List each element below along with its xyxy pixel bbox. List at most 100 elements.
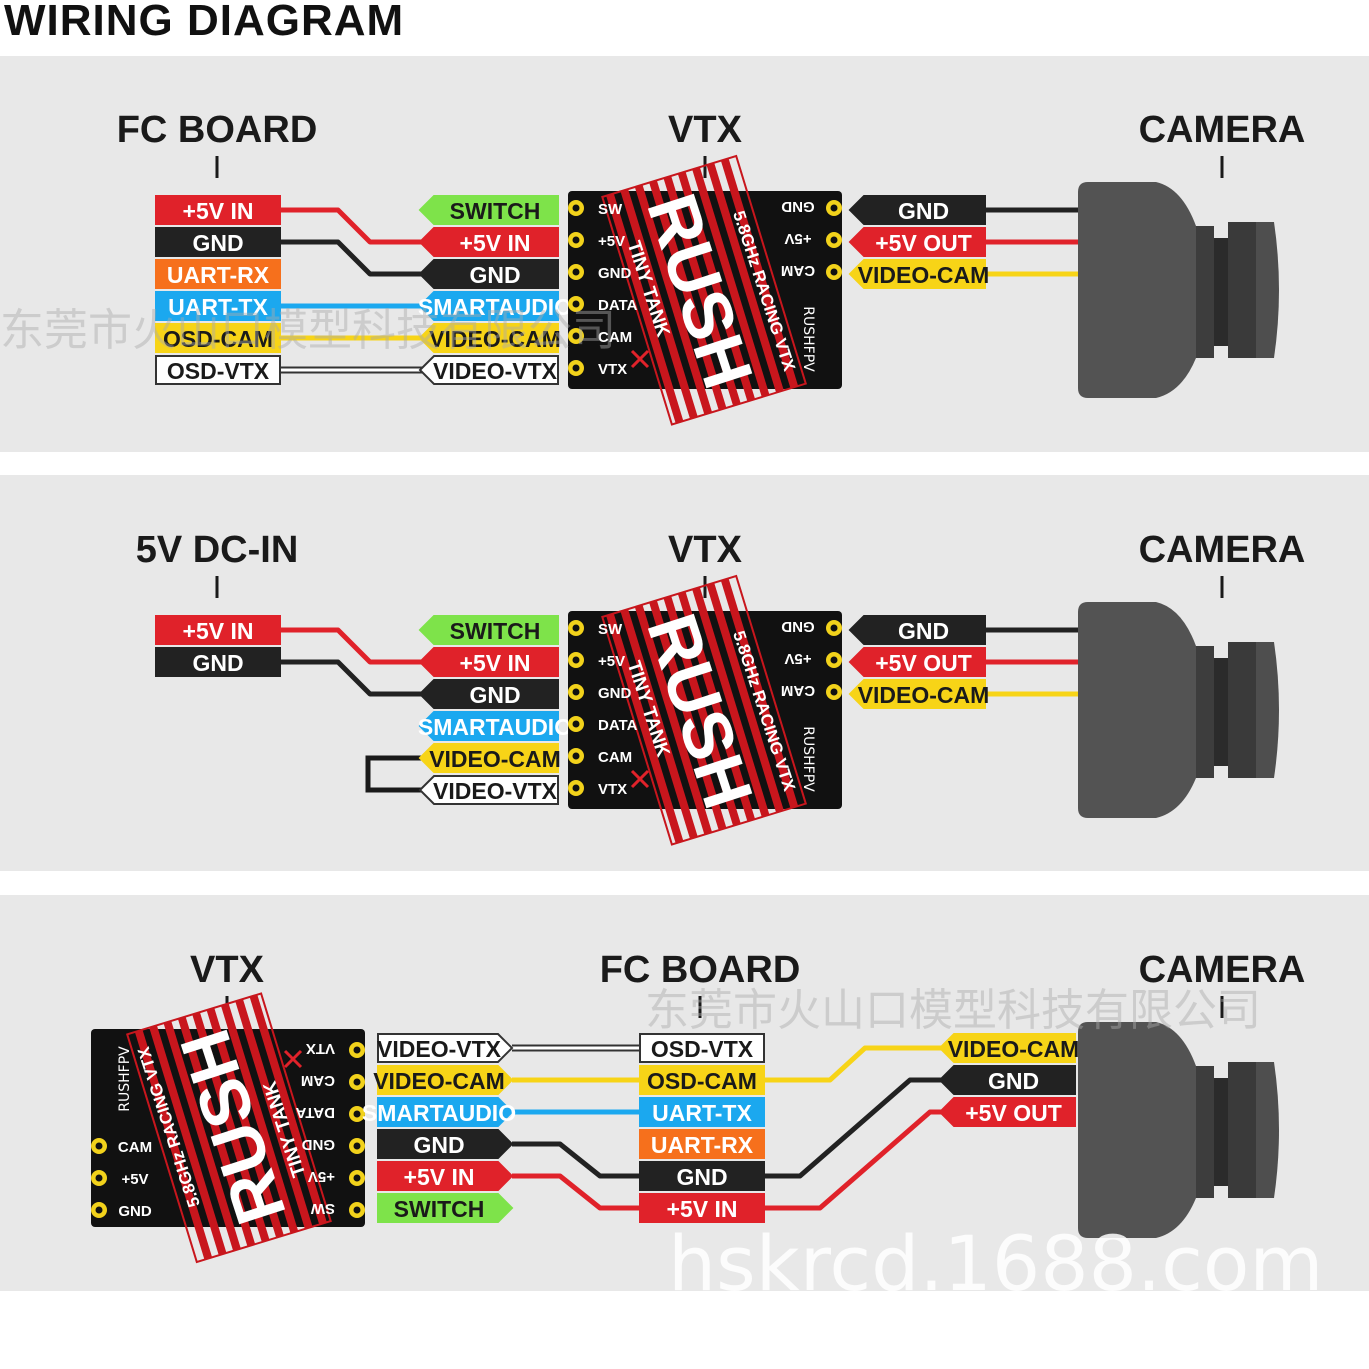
vtx-stripe xyxy=(663,175,741,406)
pin-label-box xyxy=(418,291,559,321)
pin-label-box xyxy=(377,1161,514,1191)
pin-label-box xyxy=(639,1161,765,1191)
pin-label-box xyxy=(848,615,986,645)
vtx-stripe xyxy=(677,591,756,822)
fc-pin-label: +5V IN xyxy=(155,195,281,225)
vtx-stripe xyxy=(663,595,741,826)
pin-label-box xyxy=(418,259,559,289)
vtx-pin-label: +5V IN xyxy=(418,647,559,677)
vtx-pin-label: SWITCH xyxy=(418,615,559,645)
camera-lens-ring xyxy=(1196,226,1214,358)
camera xyxy=(1078,602,1279,818)
camera-body xyxy=(1078,1022,1196,1238)
pin-label-text: SWITCH xyxy=(450,198,541,224)
vtx-stripes xyxy=(601,574,808,846)
vtx-pin-text: GND xyxy=(598,265,632,282)
pin-label-box xyxy=(155,259,281,289)
wire xyxy=(280,627,430,665)
vtx-pin-label: SWITCH xyxy=(377,1193,514,1223)
wire xyxy=(763,1045,948,1083)
page-title: WIRING DIAGRAM xyxy=(4,0,405,45)
pin-label-text: OSD-CAM xyxy=(163,326,273,352)
fc-pin-label: OSD-CAM xyxy=(639,1065,765,1095)
pin-label-box xyxy=(938,1033,1076,1063)
pin-label-box xyxy=(418,227,559,257)
pin-label-box xyxy=(418,711,559,741)
pin-label-box xyxy=(418,355,559,385)
vtx-stripe xyxy=(220,1003,299,1234)
vtx-pad-hole xyxy=(572,656,580,664)
pin-label-box xyxy=(377,1097,514,1127)
pin-label-text: +5V IN xyxy=(667,1196,738,1222)
cam-pin-label: +5V OUT xyxy=(848,647,986,677)
cam-pin-label: VIDEO-CAM xyxy=(938,1033,1079,1063)
vtx-pin-text: GND xyxy=(781,198,815,215)
pin-label-box xyxy=(377,1033,514,1063)
vtx-pin-label: VIDEO-VTX xyxy=(418,355,559,385)
vtx-pin-text: SW xyxy=(310,1200,335,1217)
vtx-pad-hole xyxy=(353,1206,361,1214)
vtx-pin-text: +5V xyxy=(598,233,625,250)
pin-label-text: GND xyxy=(988,1068,1039,1094)
vtx-brand: RUSHFPV xyxy=(800,306,816,372)
camera-lens-ring xyxy=(1196,1066,1214,1198)
vtx-stripe xyxy=(620,609,698,840)
fc-pin-label: UART-TX xyxy=(639,1097,765,1127)
vtx-stripe xyxy=(192,1012,270,1243)
vtx-pin-label: SMARTAUDIO xyxy=(418,711,572,741)
pin-label-box xyxy=(848,227,986,257)
pin-label-box xyxy=(848,195,986,225)
camera-lens-ring xyxy=(1196,646,1214,778)
vtx-pin-text: CAM xyxy=(598,749,632,766)
pin-label-text: +5V OUT xyxy=(965,1100,1062,1126)
vtx-pin-text: DATA xyxy=(598,717,638,734)
vtx-pin-text: GND xyxy=(118,1203,152,1220)
fc-pin-label: OSD-VTX xyxy=(639,1033,765,1063)
vtx-brand: RUSHFPV xyxy=(800,726,816,792)
wire xyxy=(280,659,430,697)
pin-label-box xyxy=(418,775,559,805)
wire xyxy=(280,239,430,277)
vtx-pin-label: VIDEO-CAM xyxy=(418,323,561,353)
vtx-pin-text: CAM xyxy=(301,1072,335,1089)
vtx-pin-label: VIDEO-VTX xyxy=(418,775,559,805)
cam-pin-label: VIDEO-CAM xyxy=(848,679,990,709)
pin-label-box xyxy=(377,1129,514,1159)
vtx-stripe xyxy=(692,167,770,398)
pin-label-box xyxy=(938,1065,1076,1095)
pin-label-text: VIDEO-CAM xyxy=(858,682,990,708)
dc-pin-label: +5V IN xyxy=(155,615,281,645)
vtx-pad-hole xyxy=(353,1110,361,1118)
pin-label-box xyxy=(639,1065,765,1095)
vtx-pad-hole xyxy=(572,624,580,632)
vtx-stripe xyxy=(134,1029,213,1260)
camera-body xyxy=(1078,182,1196,398)
vtx-pin-text: CAM xyxy=(781,682,815,699)
vtx-pin-label: SMARTAUDIO xyxy=(362,1097,516,1127)
vtx-stripe xyxy=(235,998,313,1229)
vtx-stripes xyxy=(601,154,808,426)
vtx-pad-hole xyxy=(572,784,580,792)
pin-label-text: VIDEO-VTX xyxy=(377,1036,502,1062)
vtx-stripe xyxy=(692,587,770,818)
vtx-pin-text: GND xyxy=(302,1136,336,1153)
pin-label-text: SWITCH xyxy=(394,1196,485,1222)
pin-label-box xyxy=(155,323,281,353)
pin-label-box xyxy=(639,1193,765,1223)
vtx-pin-text: +5V xyxy=(308,1168,335,1185)
pin-label-text: SMARTAUDIO xyxy=(362,1100,516,1126)
wire xyxy=(280,207,430,245)
vtx-stripe xyxy=(177,1016,256,1247)
vtx-pad-hole xyxy=(572,720,580,728)
pin-label-text: VIDEO-VTX xyxy=(433,778,558,804)
vtx-pin-text: +5V xyxy=(784,230,811,247)
pin-label-text: +5V OUT xyxy=(875,650,972,676)
pin-label-box xyxy=(848,647,986,677)
vtx-pin-text: +5V xyxy=(784,650,811,667)
pin-label-box xyxy=(155,291,281,321)
vtx-pad-hole xyxy=(830,656,838,664)
heading-camera: CAMERA xyxy=(1139,529,1306,571)
vtx-stripe xyxy=(677,171,756,402)
